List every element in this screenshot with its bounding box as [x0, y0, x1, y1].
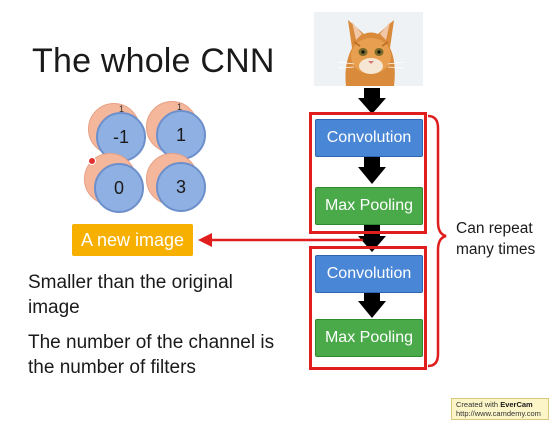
watermark-brand: EverCam [500, 400, 533, 409]
slide-title: The whole CNN [32, 42, 275, 80]
note-channels: The number of the channel is the number … [28, 332, 275, 378]
cursor-dot-icon [88, 157, 96, 165]
convolution-box-2: Convolution [315, 255, 423, 293]
feature-value-circle: 1 [156, 110, 206, 160]
down-arrow-icon [358, 88, 386, 114]
max-pooling-box-2: Max Pooling [315, 319, 423, 357]
output-arrow-icon [198, 233, 363, 247]
back-circle-partial-label: 1 [177, 102, 183, 112]
cat-icon [314, 12, 423, 86]
repeat-label: Can repeat many times [456, 218, 535, 260]
down-arrow-icon [358, 155, 386, 184]
down-arrow-icon [358, 291, 386, 318]
new-image-label: A new image [72, 224, 193, 256]
max-pooling-box-1: Max Pooling [315, 187, 423, 225]
evercam-watermark: Created with EverCam http://www.camdemy.… [451, 398, 549, 420]
stage1-highlight-frame [309, 112, 427, 234]
back-circle-partial-label: 1 [119, 104, 125, 114]
watermark-prefix: Created with [456, 400, 499, 409]
stage2-highlight-frame [309, 246, 427, 370]
repeat-bracket-icon [427, 114, 447, 368]
watermark-url: http://www.camdemy.com [456, 409, 541, 418]
feature-value-circle: 0 [94, 163, 144, 213]
note-smaller: Smaller than the original image [28, 272, 233, 318]
convolution-box-1: Convolution [315, 119, 423, 157]
repeat-label-line2: many times [456, 241, 536, 258]
repeat-label-line1: Can repeat [456, 220, 533, 237]
feature-value-circle: 3 [156, 162, 206, 212]
input-cat-image [314, 12, 423, 86]
